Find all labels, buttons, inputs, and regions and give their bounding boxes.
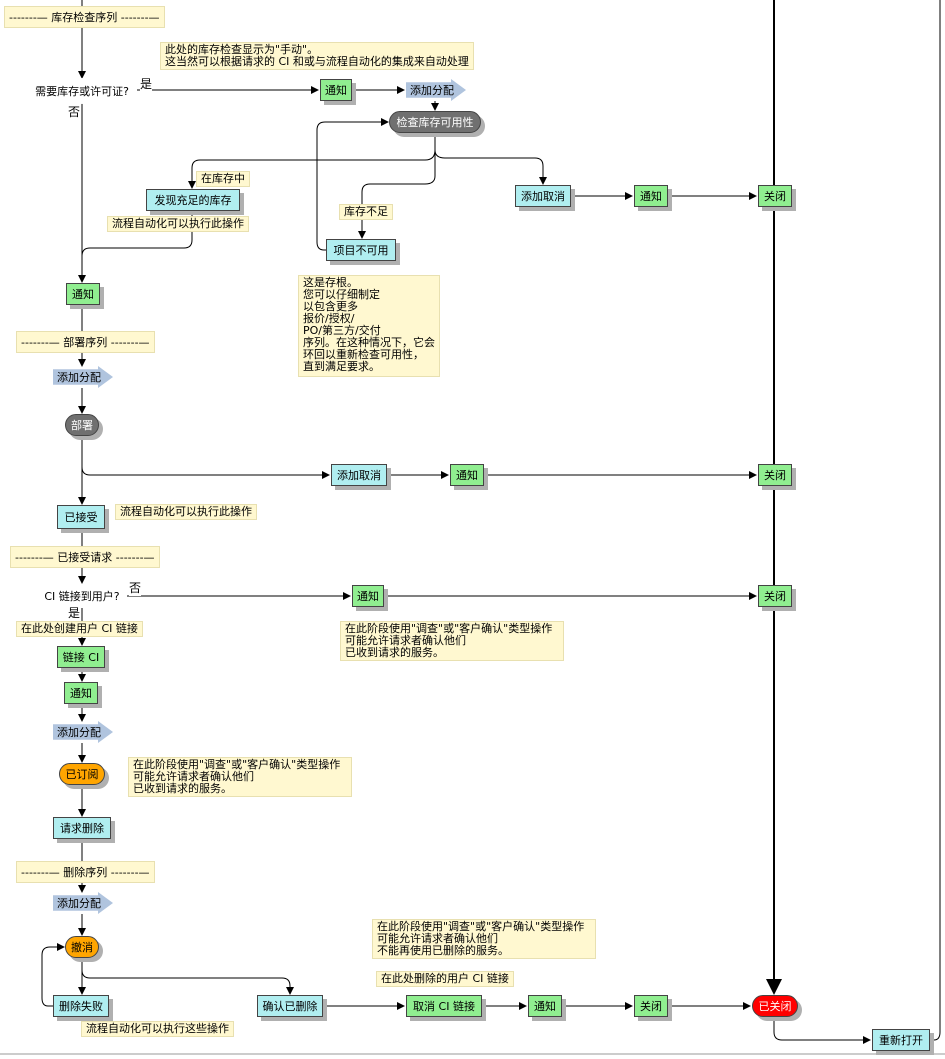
check-availability-node[interactable]: 检查库存可用性: [389, 111, 481, 133]
no-label: 否: [129, 579, 142, 596]
note-line: 您可以仔细制定: [303, 288, 380, 301]
note-line: 序列。在这种情况下，它会: [303, 336, 435, 349]
deploy-sequence-banner: -------— 部署序列 -------—: [16, 331, 155, 353]
cancel-node[interactable]: 撤消: [65, 936, 99, 958]
notify-node[interactable]: 通知: [450, 464, 484, 486]
add-assignment-node[interactable]: 添加分配: [53, 366, 113, 388]
found-stock-node[interactable]: 发现充足的库存: [146, 189, 240, 211]
note-line: 此处的库存检查显示为"手动"。: [165, 43, 319, 56]
reopen-node[interactable]: 重新打开: [872, 1029, 930, 1051]
delete-sequence-banner: -------— 删除序列 -------—: [16, 861, 155, 883]
note-line: PO/第三方/交付: [303, 324, 381, 337]
ci-linked-decision[interactable]: CI 链接到用户?: [37, 584, 127, 608]
cancel-ci-link-node[interactable]: 取消 CI 链接: [406, 995, 482, 1017]
confirm-deleted-node[interactable]: 确认已删除: [257, 995, 323, 1017]
manual-check-note: 此处的库存检查显示为"手动"。这当然可以根据请求的 CI 和或与流程自动化的集成…: [160, 42, 474, 70]
yes-label: 是: [68, 604, 81, 621]
close-node[interactable]: 关闭: [758, 464, 792, 486]
note-line: 在此阶段使用"调查"或"客户确认"类型操作: [345, 622, 553, 635]
close-node[interactable]: 关闭: [758, 185, 792, 207]
note-line: 这当然可以根据请求的 CI 和或与流程自动化的集成来自动处理: [165, 55, 469, 68]
decision-label: 需要库存或许可证?: [35, 85, 129, 98]
note-line: 在此阶段使用"调查"或"客户确认"类型操作: [377, 920, 585, 933]
survey-note: 在此阶段使用"调查"或"客户确认"类型操作可能允许请求者确认他们不能再使用已删除…: [372, 919, 596, 959]
notify-node[interactable]: 通知: [66, 283, 100, 305]
note-line: 这是存根。: [303, 276, 358, 289]
notify-node[interactable]: 通知: [528, 995, 562, 1017]
in-stock-label: 在库存中: [196, 171, 250, 187]
request-delete-node[interactable]: 请求删除: [53, 817, 111, 839]
create-ci-note: 在此处创建用户 CI 链接: [16, 621, 143, 637]
note-line: 报价/授权/: [303, 312, 355, 325]
accepted-node[interactable]: 已接受: [57, 505, 105, 529]
close-node[interactable]: 关闭: [634, 995, 668, 1017]
add-cancel-node[interactable]: 添加取消: [515, 185, 571, 207]
note-line: 环回以重新检查可用性，: [303, 348, 424, 361]
note-line: 直到满足要求。: [303, 360, 380, 373]
stub-note: 这是存根。您可以仔细制定以包含更多报价/授权/PO/第三方/交付序列。在这种情况…: [298, 275, 440, 377]
notify-node[interactable]: 通知: [64, 682, 98, 704]
note-line: 以包含更多: [303, 300, 358, 313]
need-stock-decision[interactable]: 需要库存或许可证?: [27, 78, 137, 104]
inventory-sequence-banner: -------— 库存检查序列 -------—: [4, 6, 165, 28]
automation-note: 流程自动化可以执行这些操作: [81, 1021, 234, 1037]
survey-note: 在此阶段使用"调查"或"客户确认"类型操作可能允许请求者确认他们已收到请求的服务…: [128, 757, 352, 797]
note-line: 可能允许请求者确认他们: [377, 932, 498, 945]
note-line: 在此阶段使用"调查"或"客户确认"类型操作: [133, 758, 341, 771]
item-unavailable-node[interactable]: 项目不可用: [326, 239, 396, 261]
add-assignment-node[interactable]: 添加分配: [53, 721, 113, 743]
note-line: 已收到请求的服务。: [133, 782, 232, 795]
note-line: 不能再使用已删除的服务。: [377, 944, 509, 957]
automation-note: 流程自动化可以执行此操作: [107, 216, 249, 232]
yes-label: 是: [140, 75, 153, 92]
removed-ci-note: 在此处删除的用户 CI 链接: [376, 971, 514, 987]
shortage-label: 库存不足: [339, 204, 393, 220]
link-ci-node[interactable]: 链接 CI: [57, 646, 105, 668]
add-cancel-node[interactable]: 添加取消: [331, 464, 387, 486]
add-assignment-node[interactable]: 添加分配: [53, 892, 113, 914]
note-line: 可能允许请求者确认他们: [133, 770, 254, 783]
deploy-node[interactable]: 部署: [65, 414, 99, 436]
accepted-request-banner: -------— 已接受请求 -------—: [10, 546, 160, 568]
close-node[interactable]: 关闭: [758, 585, 792, 607]
notify-node[interactable]: 通知: [634, 185, 668, 207]
no-label: 否: [68, 103, 81, 120]
add-assignment-node[interactable]: 添加分配: [406, 79, 466, 101]
note-line: 已收到请求的服务。: [345, 646, 444, 659]
notify-node[interactable]: 通知: [352, 585, 384, 607]
notify-node[interactable]: 通知: [320, 79, 352, 101]
automation-note: 流程自动化可以执行此操作: [115, 504, 257, 520]
decision-label: CI 链接到用户?: [44, 590, 120, 603]
survey-note: 在此阶段使用"调查"或"客户确认"类型操作可能允许请求者确认他们已收到请求的服务…: [340, 621, 564, 661]
subscribed-node[interactable]: 已订阅: [59, 763, 105, 785]
closed-node[interactable]: 已关闭: [752, 995, 798, 1017]
note-line: 可能允许请求者确认他们: [345, 634, 466, 647]
delete-failed-node[interactable]: 删除失败: [53, 995, 109, 1017]
